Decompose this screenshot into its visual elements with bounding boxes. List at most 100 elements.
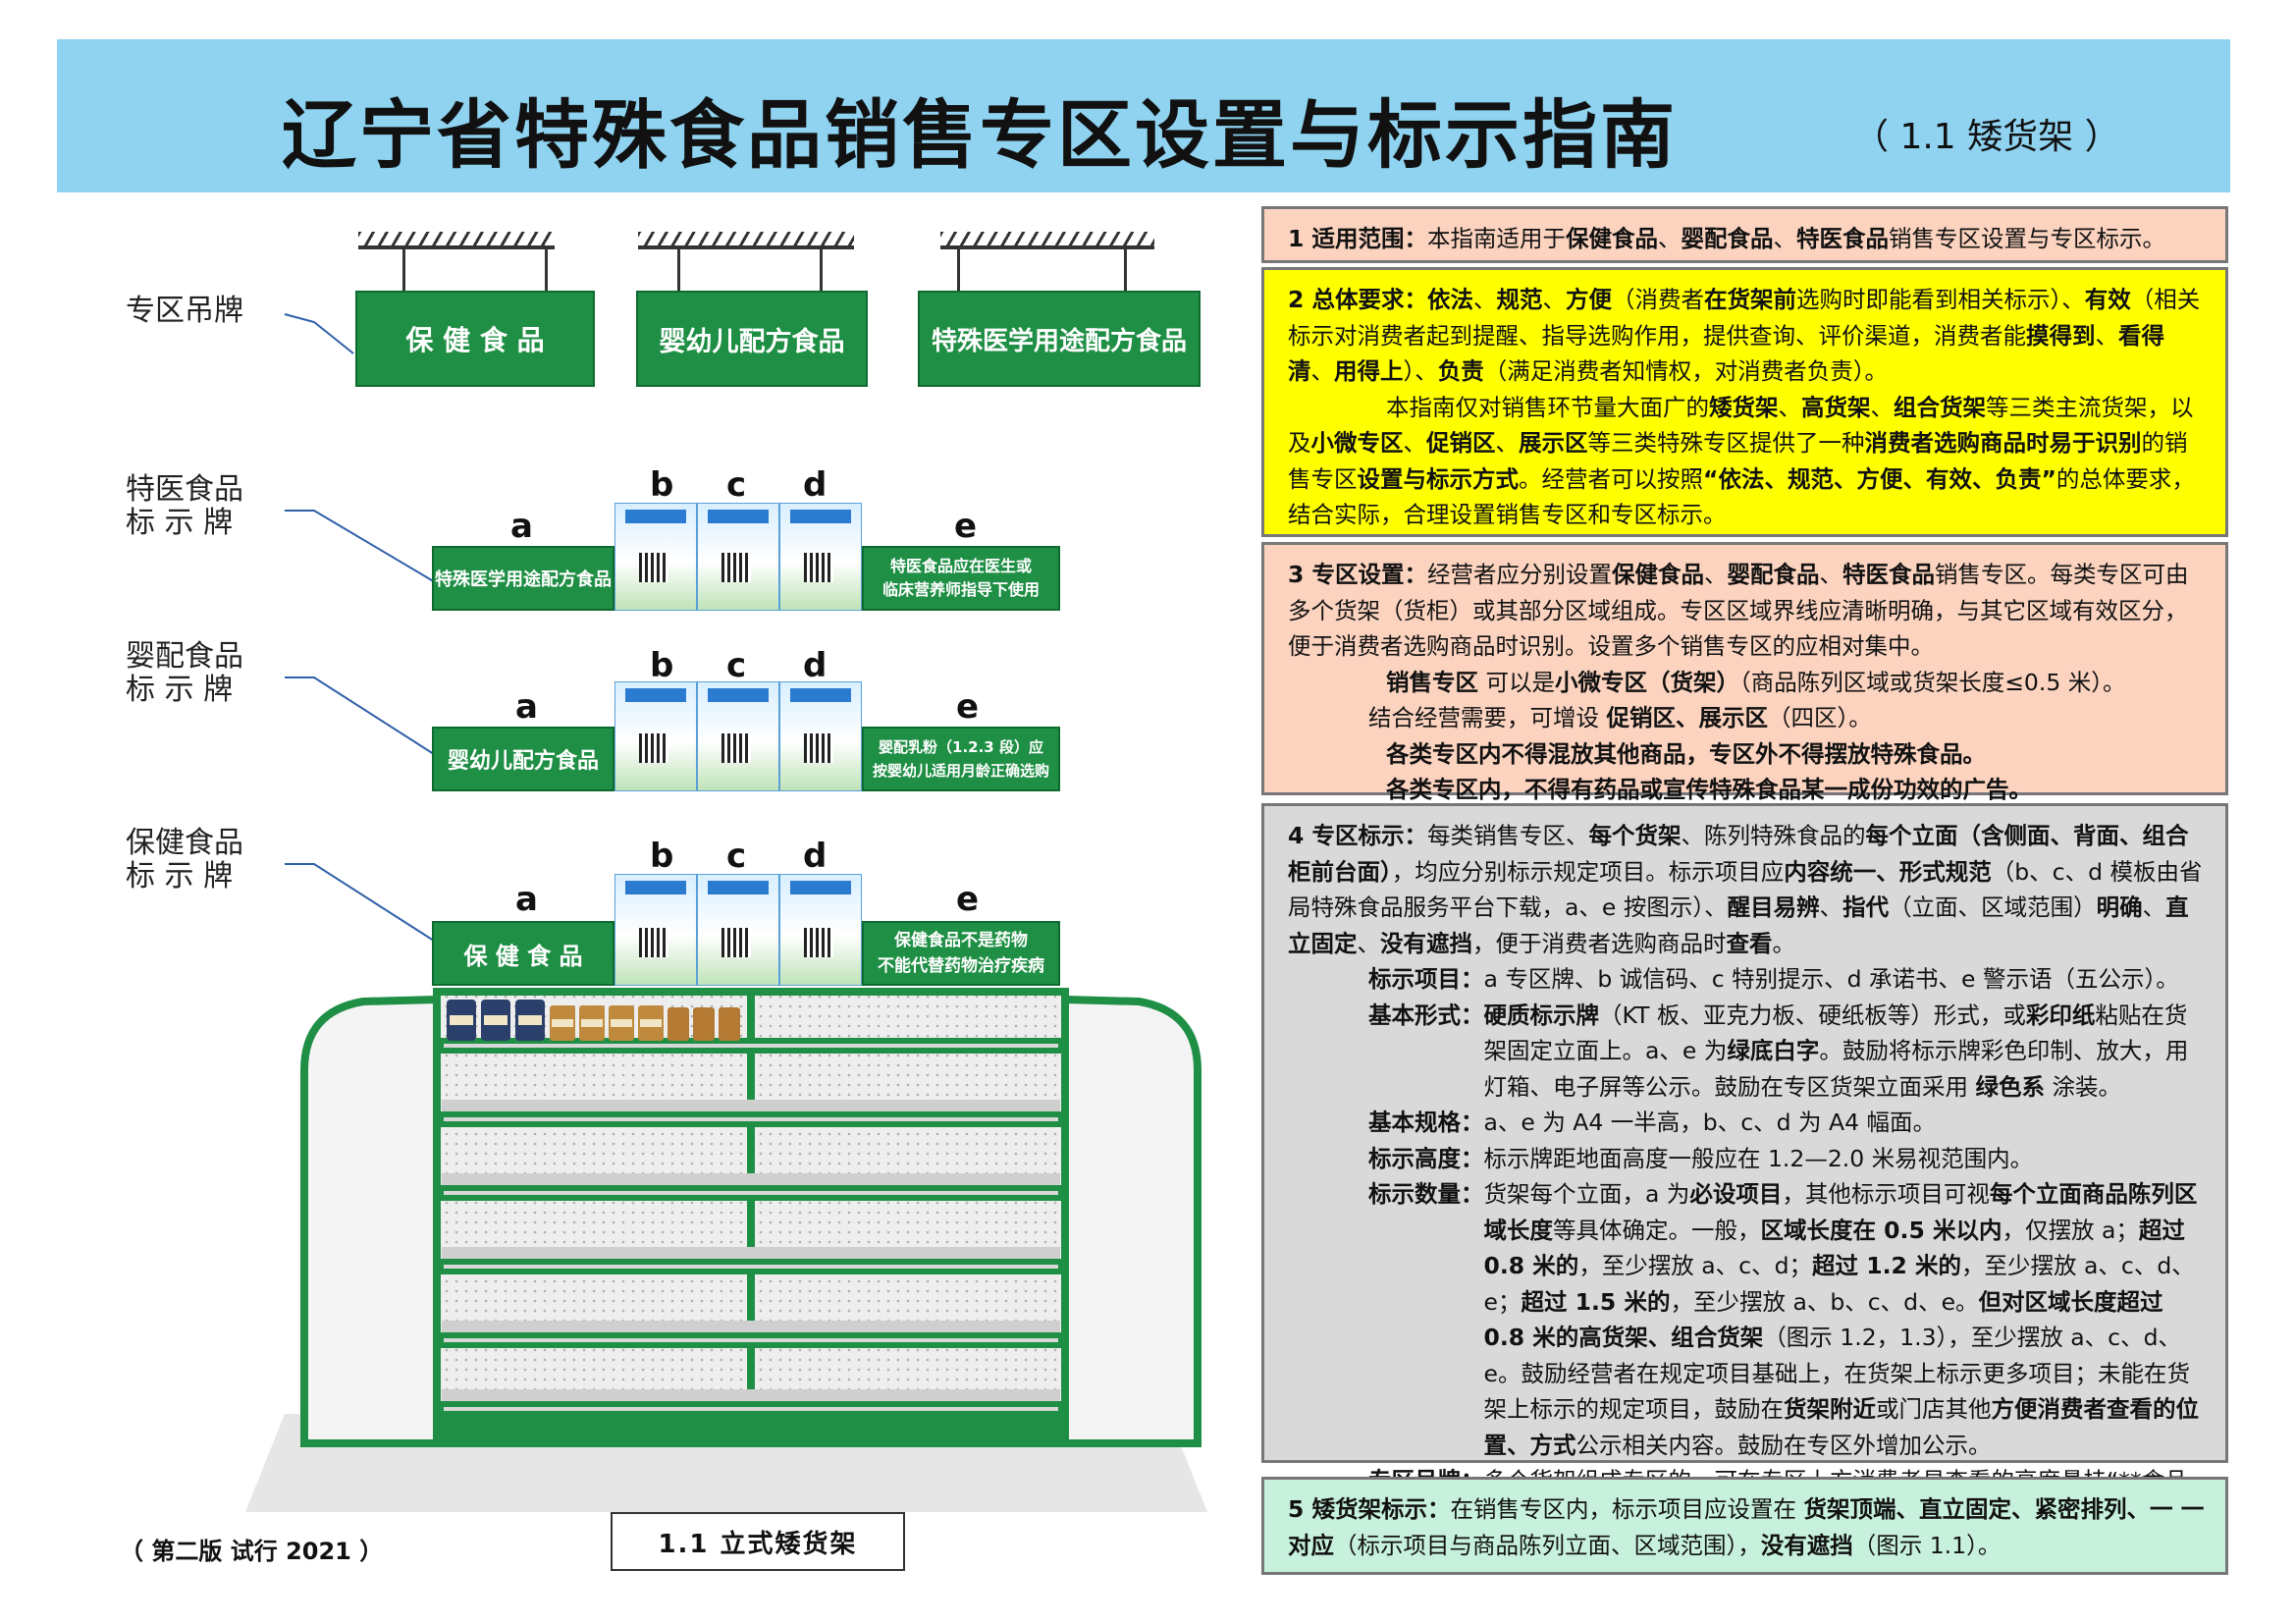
label-medical-2: 标 示 牌 xyxy=(126,506,234,540)
text: ，仅摆放 a； xyxy=(2002,1216,2139,1244)
keyword: 必设项目 xyxy=(1689,1180,1783,1208)
page-title: 辽宁省特殊食品销售专区设置与标示指南 xyxy=(282,91,1678,179)
item-text: 货架每个立面，a 为必设项目，其他标示项目可视每个立面商品陈列区域长度等具体确定… xyxy=(1484,1176,2211,1463)
keyword: 保健食品 xyxy=(1612,561,1705,588)
text: 、 xyxy=(1778,393,1802,421)
keyword: 婴配食品 xyxy=(1681,225,1774,252)
text: 销售专区设置与专区标示。 xyxy=(1889,225,2166,252)
text: 、 xyxy=(2095,321,2119,350)
text: ，其他标示项目可视 xyxy=(1782,1180,1990,1208)
sign-e-line2: 按婴幼儿适用月龄正确选购 xyxy=(872,762,1049,780)
text: 、 xyxy=(2142,893,2166,921)
text: 货架每个立面，a 为 xyxy=(1483,1180,1690,1208)
sign-e-line1: 婴配乳粉（1.2.3 段）应 xyxy=(879,738,1043,756)
text: 在销售专区内，标示项目应设置在 xyxy=(1450,1495,1804,1523)
item-label: 标示项目： xyxy=(1368,965,1484,993)
letter-c: c xyxy=(726,646,747,685)
keyword: 小微专区 xyxy=(1310,429,1404,457)
hanging-sign-medical: 特殊医学用途配方食品 xyxy=(918,291,1201,387)
hanger-stem xyxy=(957,247,960,291)
keyword: 用得上 xyxy=(1334,357,1404,385)
letter-a: a xyxy=(510,507,533,546)
keyword: 直立固定 xyxy=(1288,893,2189,957)
hanging-sign-health: 保 健 食 品 xyxy=(355,291,595,387)
text: （商品陈列区域或货架长度≤0.5 米）。 xyxy=(1738,668,2126,696)
keyword: 消费者选购商品时易于识别 xyxy=(1864,429,2142,457)
text: 公示相关内容。鼓励在专区外增加公示。 xyxy=(1575,1431,1992,1459)
text: （标示项目与商品陈列立面、区域范围）， xyxy=(1334,1531,1761,1559)
keyword: 没有遮挡 xyxy=(1380,929,1472,957)
text: 、 xyxy=(1870,393,1895,421)
item-text: 硬质标示牌（KT 板、亚克力板、硬纸板等）形式，或彩印纸粘贴在货架固定立面上。a… xyxy=(1484,998,2211,1106)
hanger-stem xyxy=(1124,247,1127,291)
section-5-low-shelf-marking: 5 矮货架标示：在销售专区内，标示项目应设置在 货架顶端、直立固定、紧密排列、一… xyxy=(1261,1477,2228,1575)
keyword: 展示区 xyxy=(1519,429,1588,457)
product-bottles xyxy=(447,1000,740,1041)
text: 等三类主流货架，以及 xyxy=(1288,393,2194,458)
text: 、 xyxy=(1310,357,1335,385)
keyword: 方便消费者查看的位置、方式 xyxy=(1483,1395,2200,1459)
text: （图示 1.2，1.3），至少摆放 a、c、d、e。鼓励经营者在规定项目基础上，… xyxy=(1483,1324,2190,1423)
keyword: 货架附近 xyxy=(1784,1395,1876,1423)
sign-a-health: 保 健 食 品 xyxy=(432,921,614,986)
page-subtitle: （ 1.1 矮货架 ） xyxy=(1853,117,2120,157)
poster-d xyxy=(779,874,862,986)
figure-caption: 1.1 立式矮货架 xyxy=(611,1512,905,1571)
keyword: 区域长度在 0.5 米以内 xyxy=(1760,1216,2002,1244)
keyword: 促销区、展示区 xyxy=(1606,704,1768,731)
item-text: a 专区牌、b 诚信码、c 特别提示、d 承诺书、e 警示语（五公示）。 xyxy=(1483,965,2179,993)
section-4-zone-marking: 4 专区标示：每类销售专区、每个货架、陈列特殊食品的每个立面（含侧面、背面、组合… xyxy=(1261,803,2228,1531)
keyword: 货架顶端、直立固定、紧密排列、一 一对应 xyxy=(1288,1495,2205,1559)
letter-e: e xyxy=(956,880,980,919)
poster-b xyxy=(614,874,697,986)
text: 或门店其他 xyxy=(1876,1395,1992,1423)
section-1-scope: 1 适用范围：本指南适用于保健食品、婴配食品、特医食品销售专区设置与专区标示。 xyxy=(1261,206,2228,263)
section-number: 1 适用范围： xyxy=(1288,225,1428,252)
letter-b: b xyxy=(650,465,674,505)
keyword: 超过 1.5 米的 xyxy=(1521,1287,1671,1316)
label-hanging-sign: 专区吊牌 xyxy=(126,294,243,328)
keyword: 内容统一、形式规范 xyxy=(1784,857,1992,886)
keyword: 婴配食品 xyxy=(1727,561,1820,588)
ceiling-bar xyxy=(638,245,854,249)
text: 经营者应分别设置 xyxy=(1427,561,1613,588)
sign-e-line2: 不能代替药物治疗疾病 xyxy=(878,956,1044,976)
ceiling-hatch xyxy=(638,232,854,247)
text: （b、c、d 模板由省局特殊食品服务平台下载，a、e 按图示）、 xyxy=(1288,857,2203,922)
text: ）、 xyxy=(1403,357,1438,385)
keyword: 超过 0.8 米的 xyxy=(1483,1216,2185,1280)
text: 的销售专区 xyxy=(1288,429,2188,493)
letter-c: c xyxy=(726,837,747,876)
keyword: 销售专区 xyxy=(1386,668,1478,696)
keyword: 绿底白字 xyxy=(1727,1037,1820,1064)
ceiling-hatch xyxy=(358,232,555,247)
keyword: 小微专区（货架） xyxy=(1554,668,1739,696)
section-number: 4 专区标示： xyxy=(1288,822,1428,849)
section-2-general-requirements: 2 总体要求：依法、规范、方便（消费者在货架前选购时即能看到相关标示）、有效（相… xyxy=(1261,267,2228,537)
keyword: 彩印纸 xyxy=(2025,1001,2096,1029)
keyword: 查看 xyxy=(1726,929,1773,957)
text: 、 xyxy=(1819,893,1843,921)
letter-a: a xyxy=(515,687,538,727)
keyword: 摸得到 xyxy=(2026,321,2096,350)
item-label: 标示高度： xyxy=(1368,1144,1484,1172)
keyword: 规范 xyxy=(1496,286,1543,313)
keyword: 看得清 xyxy=(1288,321,2164,386)
hanging-sign-infant: 婴幼儿配方食品 xyxy=(636,291,868,387)
letter-d: d xyxy=(803,646,828,685)
text: 、 xyxy=(1473,286,1497,313)
label-health-1: 保健食品 xyxy=(126,826,243,860)
keyword: 负责 xyxy=(1437,357,1484,385)
text: ，至少摆放 a、b、c、d、e。 xyxy=(1670,1287,1979,1316)
text: ，便于消费者选购商品时 xyxy=(1472,929,1727,957)
keyword: 但对区域长度超过 0.8 米的高货架、组合货架 xyxy=(1483,1287,2163,1352)
poster-c xyxy=(697,874,779,986)
keyword: 在货架前 xyxy=(1704,286,1797,313)
text: 、 xyxy=(1658,225,1682,252)
text: （KT 板、亚克力板、硬纸板等）形式，或 xyxy=(1599,1001,2026,1029)
keyword: 醒目易辨 xyxy=(1727,893,1820,921)
section-number: 3 专区设置： xyxy=(1288,561,1428,588)
text: 等三类特殊专区提供了一种 xyxy=(1587,429,1865,457)
text: 本指南适用于 xyxy=(1427,225,1567,252)
keyword: 高货架 xyxy=(1801,393,1871,421)
